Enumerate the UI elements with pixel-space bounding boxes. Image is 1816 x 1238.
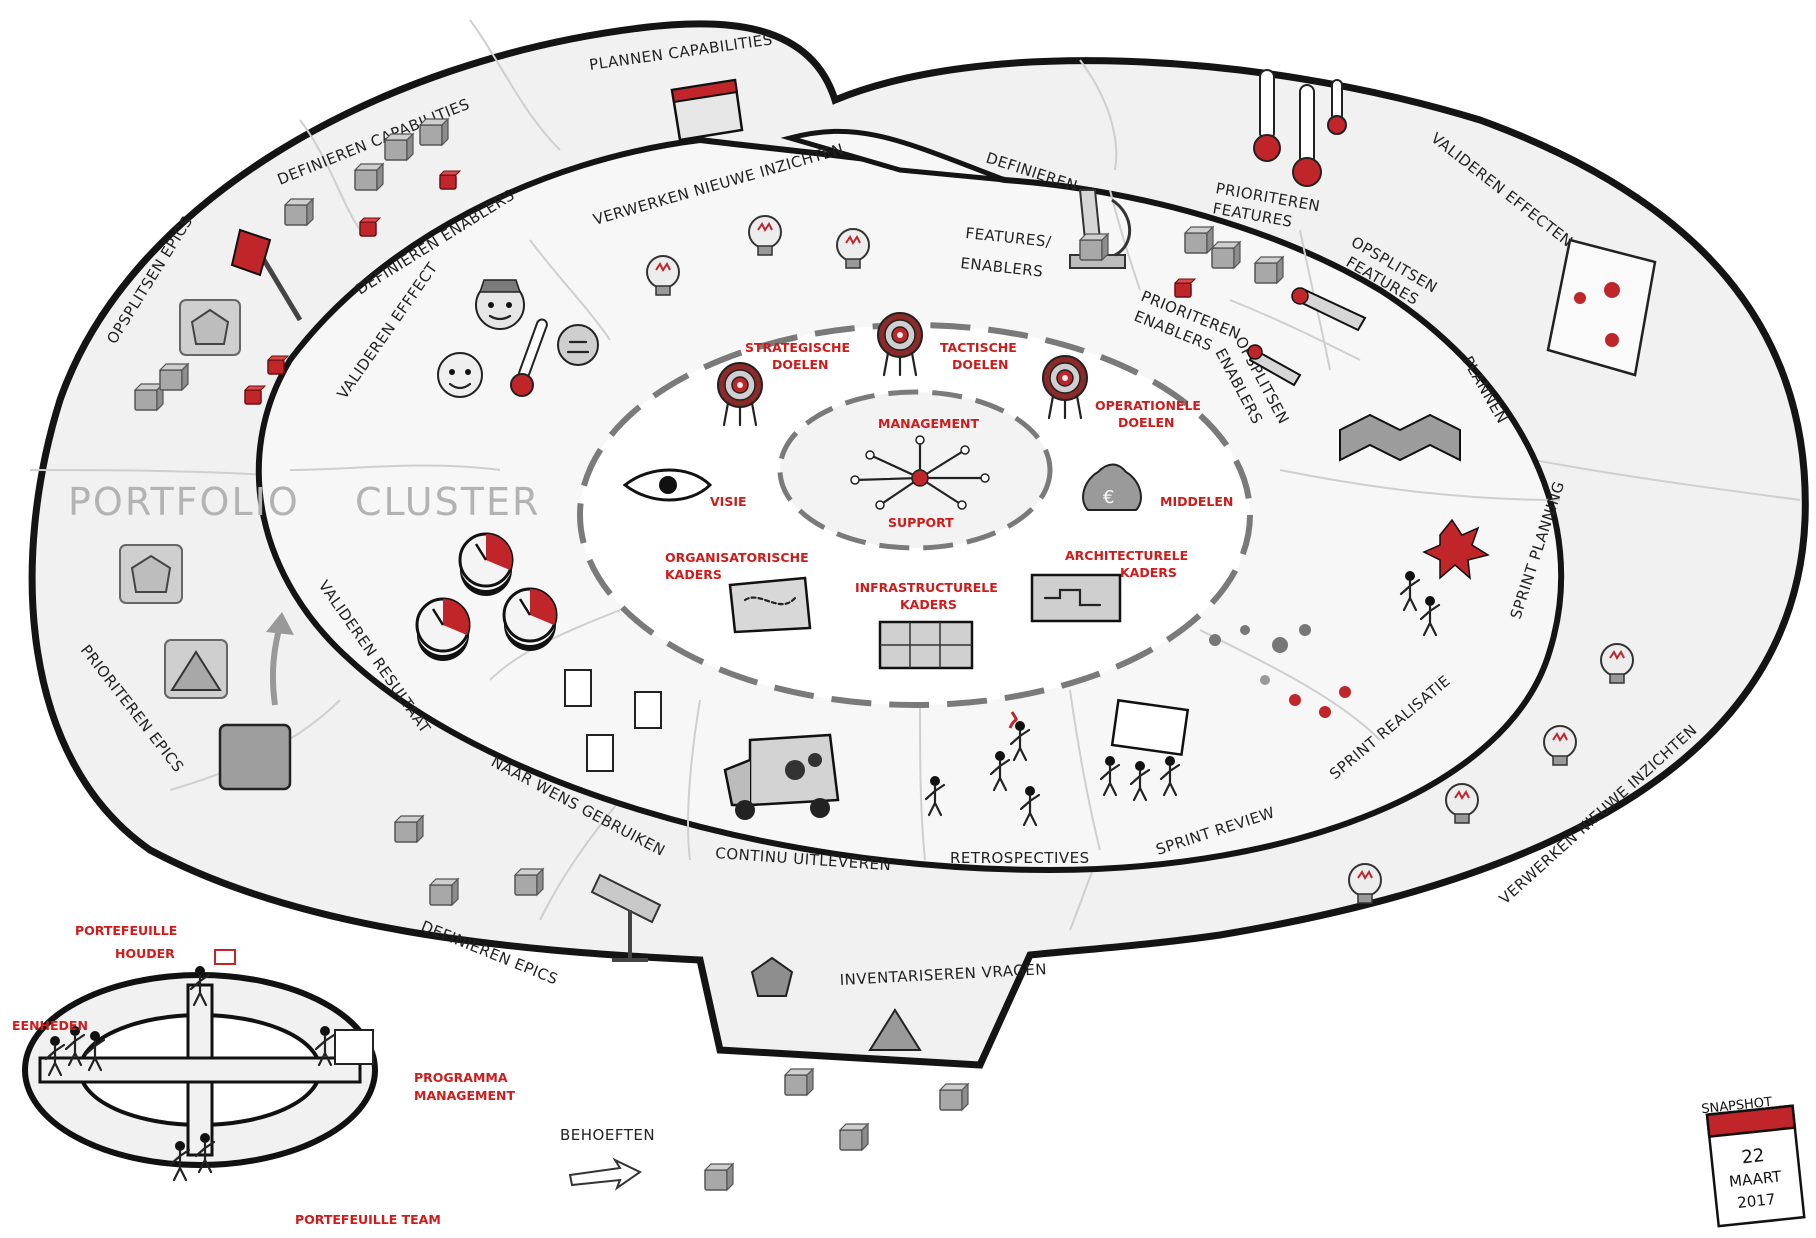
snapshot-year: 2017 (1736, 1190, 1776, 1212)
need-block-icon (939, 1083, 969, 1111)
thermometers-icon (1253, 69, 1347, 187)
capability-block-icon (419, 118, 449, 146)
capability-block-icon (354, 163, 384, 191)
switch-icon (564, 669, 662, 772)
label-operationele-doelen-1: OPERATIONELE (1095, 398, 1201, 413)
label-eenheden: EENHEDEN (12, 1018, 88, 1033)
epic-block-icon (514, 868, 544, 896)
epic-dodecahedron-icon (179, 299, 241, 356)
map-icon (728, 576, 812, 634)
sprint-review-icon (1099, 698, 1190, 802)
label-strategische-doelen-2: DOELEN (772, 357, 829, 372)
need-block-icon (704, 1163, 734, 1191)
pie-chart-icon (458, 532, 514, 598)
snapshot-month: MAART (1728, 1167, 1783, 1190)
label-programma-management-1: PROGRAMMA (414, 1070, 508, 1085)
svg-text:€: € (1103, 487, 1114, 508)
management-hub-icon (850, 435, 990, 510)
epic-block-icon (429, 878, 459, 906)
effect-map-icon (1546, 238, 1657, 377)
gears-icon (1209, 624, 1351, 718)
label-organisatorische-kaders-2: KADERS (665, 567, 722, 582)
face-icon (437, 352, 483, 398)
cluster-label: CLUSTER (355, 480, 540, 524)
feature-block-icon (1254, 256, 1284, 284)
label-infrastructurele-kaders-2: KADERS (900, 597, 957, 612)
need-block-icon (784, 1068, 814, 1096)
label-strategische-doelen-1: STRATEGISCHE (745, 340, 850, 355)
label-management: MANAGEMENT (878, 416, 979, 431)
floorplan-icon (878, 620, 974, 670)
delivery-truck-icon (723, 733, 840, 820)
portfolio-label: PORTFOLIO (68, 480, 300, 524)
epic-cube-icon (218, 723, 292, 791)
epic-block-icon (134, 383, 164, 411)
axe-icon (230, 228, 303, 322)
label-portefeuille-houder-2: HOUDER (115, 946, 175, 961)
roles-wheel (22, 949, 378, 1182)
telescope-icon (590, 873, 662, 962)
face-icon (475, 279, 525, 330)
thermometer-icon (510, 318, 548, 397)
explosion-icon (1399, 518, 1490, 637)
epic-block-icon (394, 815, 424, 843)
feature-block-icon (1211, 241, 1241, 269)
snapshot-day: 22 (1741, 1145, 1766, 1168)
label-middelen: MIDDELEN (1160, 494, 1233, 509)
label-retrospectives: RETROSPECTIVES (950, 849, 1090, 867)
snapshot-title: SNAPSHOT (1701, 1095, 1773, 1117)
face-icon (557, 324, 599, 366)
label-architecturele-kaders-1: ARCHITECTURELE (1065, 548, 1188, 563)
feature-block-icon (1079, 233, 1109, 261)
feature-block-icon (1184, 226, 1214, 254)
planning-book-icon (670, 78, 744, 142)
capability-block-icon (384, 133, 414, 161)
priority-arrow-icon (266, 612, 294, 635)
epic-block-icon (159, 363, 189, 391)
epic-dodecahedron-icon (119, 544, 183, 604)
snapshot-calendar (1705, 1104, 1806, 1228)
label-infrastructurele-kaders-1: INFRASTRUCTURELE (855, 580, 998, 595)
money-bag-icon: € (1082, 463, 1142, 511)
label-tactische-doelen-1: TACTISCHE (940, 340, 1017, 355)
architecture-icon (1030, 573, 1122, 623)
pie-chart-icon (502, 587, 558, 653)
label-architecturele-kaders-2: KADERS (1120, 565, 1177, 580)
label-portefeuille-houder-1: PORTEFEUILLE (75, 923, 177, 938)
label-operationele-doelen-2: DOELEN (1118, 415, 1175, 430)
epic-pyramid-icon (164, 639, 228, 699)
eye-icon (622, 468, 713, 502)
operational-target-icon (1041, 354, 1089, 420)
label-visie: VISIE (710, 494, 747, 509)
behoeften-arrow-icon (568, 1157, 642, 1191)
road-map-icon (1339, 413, 1461, 462)
label-organisatorische-kaders-1: ORGANISATORISCHE (665, 550, 809, 565)
label-programma-management-2: MANAGEMENT (414, 1088, 515, 1103)
question-block-icon (750, 956, 922, 1051)
label-tactische-doelen-2: DOELEN (952, 357, 1009, 372)
label-portefeuille-team: PORTEFEUILLE TEAM (295, 1212, 441, 1227)
strategic-target-icon (716, 361, 764, 427)
label-behoeften: BEHOEFTEN (560, 1126, 655, 1144)
need-block-icon (839, 1123, 869, 1151)
capability-block-icon (284, 198, 314, 226)
team-retrospective-icon (924, 711, 1041, 827)
saw-icon (1247, 287, 1367, 387)
pie-chart-icon (415, 597, 471, 663)
tactical-target-icon (876, 311, 924, 377)
label-support: SUPPORT (888, 515, 954, 530)
